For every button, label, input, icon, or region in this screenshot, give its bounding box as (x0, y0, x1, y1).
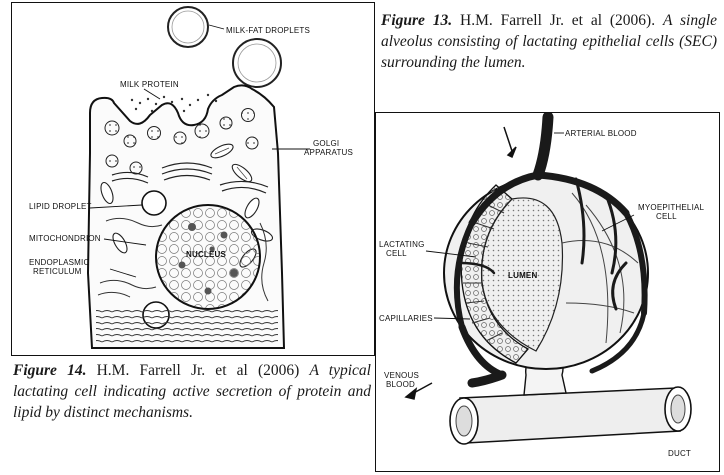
golgi-label: GOLGI (313, 139, 339, 148)
figure-13-label: Figure 13. (381, 12, 452, 29)
figure-14-caption: Figure 14. H.M. Farrell Jr. et al (2006)… (13, 360, 371, 423)
myoepithelial-label: MYOEPITHELIAL (638, 203, 705, 212)
capillaries-label: CAPILLARIES (379, 314, 433, 323)
figure-13-caption: Figure 13. H.M. Farrell Jr. et al (2006)… (381, 10, 717, 73)
lactating-cell-illustration: NUCLEUS MILK-FAT DROPLETS MILK PROTEIN G… (12, 3, 374, 355)
figure-14-lactating-cell-drawing: NUCLEUS MILK-FAT DROPLETS MILK PROTEIN G… (11, 2, 375, 356)
apparatus-label: APPARATUS (304, 148, 353, 157)
figure-14-label: Figure 14. (13, 362, 86, 379)
venous-blood-label: BLOOD (386, 380, 415, 389)
arterial-blood-label: ARTERIAL BLOOD (565, 129, 637, 138)
endoplasmic-label: ENDOPLASMIC (29, 258, 89, 267)
duct-label: DUCT (668, 449, 691, 458)
milk-fat-droplets-label: MILK-FAT DROPLETS (226, 26, 310, 35)
lipid-droplet-label: LIPID DROPLET (29, 202, 92, 211)
figure-13-alveolus-drawing: ARTERIAL BLOOD MYOEPITHELIAL CELL LACTAT… (375, 112, 720, 472)
lactating-label: LACTATING (379, 240, 425, 249)
figure-14-authors: H.M. Farrell Jr. et al (2006) (86, 362, 299, 379)
figure-13-authors: H.M. Farrell Jr. et al (2006). (452, 12, 655, 29)
venous-label: VENOUS (384, 371, 419, 380)
lumen-label: LUMEN (508, 271, 537, 280)
reticulum-label: RETICULUM (33, 267, 82, 276)
mitochondrion-label: MITOCHONDRION (29, 234, 101, 243)
nucleus-label: NUCLEUS (186, 250, 227, 259)
myoepithelial-cell-label: CELL (656, 212, 677, 221)
lactating-cell-label: CELL (386, 249, 407, 258)
milk-protein-label: MILK PROTEIN (120, 80, 179, 89)
alveolus-illustration: ARTERIAL BLOOD MYOEPITHELIAL CELL LACTAT… (376, 113, 719, 471)
